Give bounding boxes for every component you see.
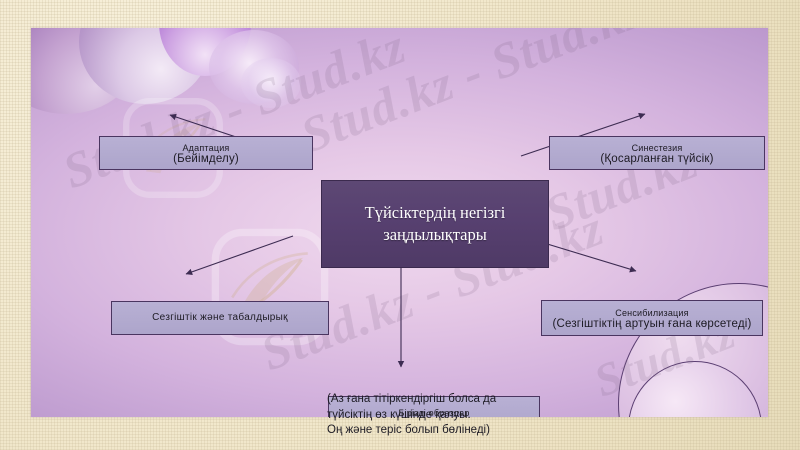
decorative-arc-icon	[628, 361, 762, 417]
watermark-text: Stud.kz - Stud.kz	[55, 28, 414, 200]
node-line-1: Сезгіштік және табалдырық	[152, 312, 288, 323]
node-line-1: Адаптация	[182, 142, 230, 153]
overflow-line-2: түйсіктің өз күшінде қалуы.	[327, 408, 471, 421]
node-label: Синестезия (Қосарланған түйсік)	[550, 142, 764, 165]
node-line-1: Синестезия	[631, 142, 683, 153]
decorative-bubble-icon	[241, 58, 301, 108]
node-line-1: Бірізді образдар	[398, 408, 470, 417]
diagram-node-images[interactable]: Бірізді образдар	[328, 396, 540, 417]
node-line-2: (Сезгіштіктің артуын ғана көрсетеді)	[552, 317, 752, 330]
node-label: Бірізді образдар	[329, 407, 539, 417]
node-label: Сенсибилизация (Сезгіштіктің артуын ғана…	[542, 307, 762, 330]
center-node-line-2: заңдылықтары	[383, 225, 487, 244]
diagram-node-adaptation[interactable]: Адаптация (Бейімделу)	[99, 136, 313, 170]
presentation-slide: Stud.kz - Stud.kz Stud.kz - Stud.kz Stud…	[31, 28, 768, 417]
overflow-line-3: Оң және теріс болып бөлінеді)	[327, 424, 490, 436]
decorative-bubble-icon	[79, 28, 211, 104]
node-label: Сезгіштік және табалдырық	[112, 312, 328, 324]
decorative-bubble-icon	[209, 30, 299, 104]
images-node-overflow-text: (Аз ғана тітіркендіргіш болса да түйсікт…	[327, 392, 587, 439]
diagram-node-sensibilization[interactable]: Сенсибилизация (Сезгіштіктің артуын ғана…	[541, 300, 763, 336]
overflow-line-1: (Аз ғана тітіркендіргіш болса да	[327, 393, 497, 405]
node-line-1: Сенсибилизация	[615, 307, 689, 318]
diagram-node-synesthesia[interactable]: Синестезия (Қосарланған түйсік)	[549, 136, 765, 170]
node-line-2: (Қосарланған түйсік)	[600, 152, 714, 165]
decorative-bubble-icon	[159, 28, 251, 76]
decorative-bubble-icon	[31, 28, 141, 114]
diagram-node-sensitivity[interactable]: Сезгіштік және табалдырық	[111, 301, 329, 335]
center-node-label: Түйсіктердің негізгі заңдылықтары	[365, 202, 506, 246]
node-label: Адаптация (Бейімделу)	[100, 142, 312, 165]
diagram-center-node[interactable]: Түйсіктердің негізгі заңдылықтары	[321, 180, 549, 268]
connector-center-to-sensitivity	[185, 235, 294, 276]
center-node-line-1: Түйсіктердің негізгі	[364, 203, 506, 222]
node-line-2: (Бейімделу)	[173, 152, 239, 165]
